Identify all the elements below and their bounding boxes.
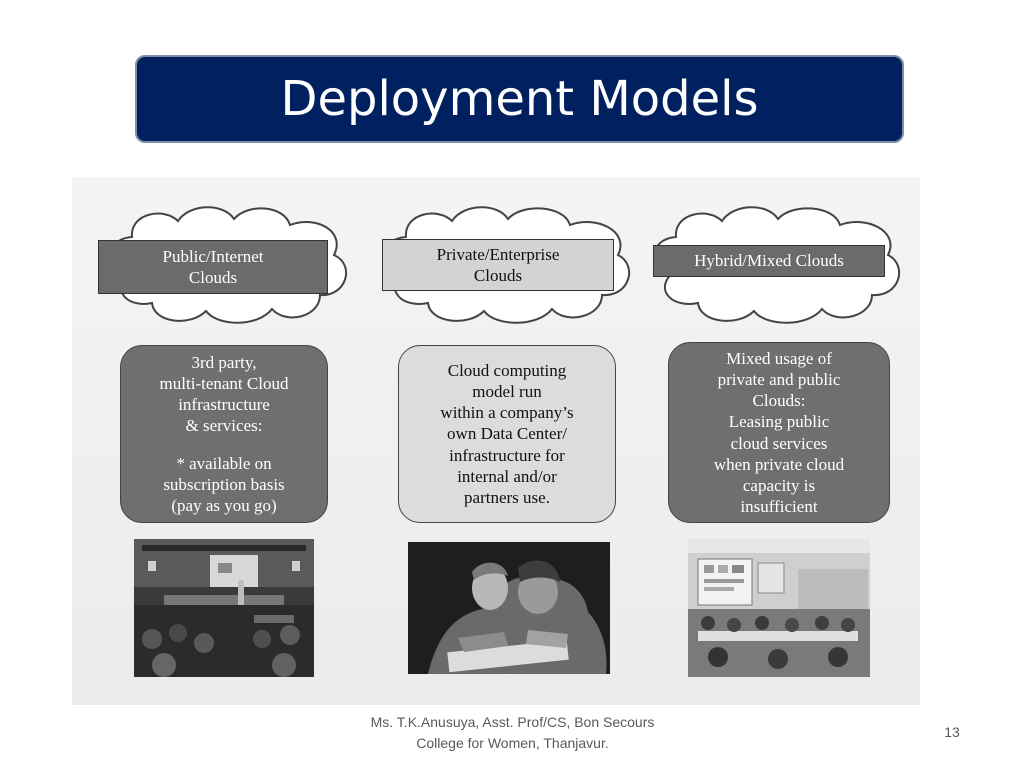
cloud-label-public-line2: Clouds	[188, 268, 238, 287]
description-public-spacer	[121, 437, 327, 453]
public-cloud-photo	[134, 539, 314, 677]
description-public-line: * available on	[176, 453, 272, 473]
footer-credit-line2: College for Women, Thanjavur.	[416, 735, 609, 751]
description-hybrid-line: cloud services	[730, 433, 828, 453]
cloud-label-private-line1: Private/Enterprise	[436, 244, 560, 264]
description-public-line: infrastructure	[178, 395, 270, 415]
meeting-room-image	[688, 539, 870, 677]
description-public-line: (pay as you go)	[171, 496, 277, 516]
footer-credit: Ms. T.K.Anusuya, Asst. Prof/CS, Bon Seco…	[340, 712, 685, 754]
description-private-line: internal and/or	[457, 466, 557, 486]
private-cloud-photo	[408, 542, 610, 674]
description-private-line: within a company’s	[440, 403, 574, 423]
deployment-models-figure: Public/Internet Clouds Private/Enterpris…	[72, 177, 920, 705]
description-hybrid-line: when private cloud	[713, 454, 845, 474]
description-hybrid-line: Clouds:	[752, 391, 806, 410]
cloud-label-private-line2: Clouds	[473, 266, 523, 285]
description-public-line: subscription basis	[163, 474, 285, 494]
slide-title: Deployment Models	[280, 71, 759, 127]
hybrid-cloud-photo	[688, 539, 870, 677]
description-hybrid-line: Mixed usage of	[726, 348, 832, 368]
footer-credit-line1: Ms. T.K.Anusuya, Asst. Prof/CS, Bon Seco…	[370, 714, 655, 730]
cloud-label-hybrid-line1: Hybrid/Mixed Clouds	[694, 251, 844, 271]
cloud-label-private: Private/Enterprise Clouds	[382, 239, 614, 291]
description-private-line: model run	[472, 381, 542, 401]
description-public-line: multi-tenant Cloud	[159, 373, 289, 393]
page-number: 13	[944, 724, 960, 740]
description-public-line: 3rd party,	[191, 352, 257, 372]
description-private-line: own Data Center/	[447, 424, 567, 444]
people-working-image	[408, 542, 610, 674]
lecture-hall-image	[134, 539, 314, 677]
description-public-line: & services:	[185, 416, 263, 436]
description-hybrid: Mixed usage of private and public Clouds…	[668, 342, 890, 523]
description-private-line: infrastructure for	[449, 445, 565, 465]
cloud-label-hybrid: Hybrid/Mixed Clouds	[653, 245, 885, 277]
description-private-line: Cloud computing	[447, 360, 567, 380]
slide-title-bar: Deployment Models	[135, 55, 904, 143]
description-private: Cloud computing model run within a compa…	[398, 345, 616, 523]
cloud-label-public: Public/Internet Clouds	[98, 240, 328, 294]
description-private-line: partners use.	[464, 488, 550, 508]
description-hybrid-line: private and public	[717, 369, 841, 389]
description-public: 3rd party, multi-tenant Cloud infrastruc…	[120, 345, 328, 523]
description-hybrid-line: insufficient	[740, 497, 818, 517]
description-hybrid-line: Leasing public	[728, 412, 830, 432]
cloud-label-public-line1: Public/Internet	[162, 246, 264, 266]
description-hybrid-line: capacity is	[742, 476, 816, 495]
